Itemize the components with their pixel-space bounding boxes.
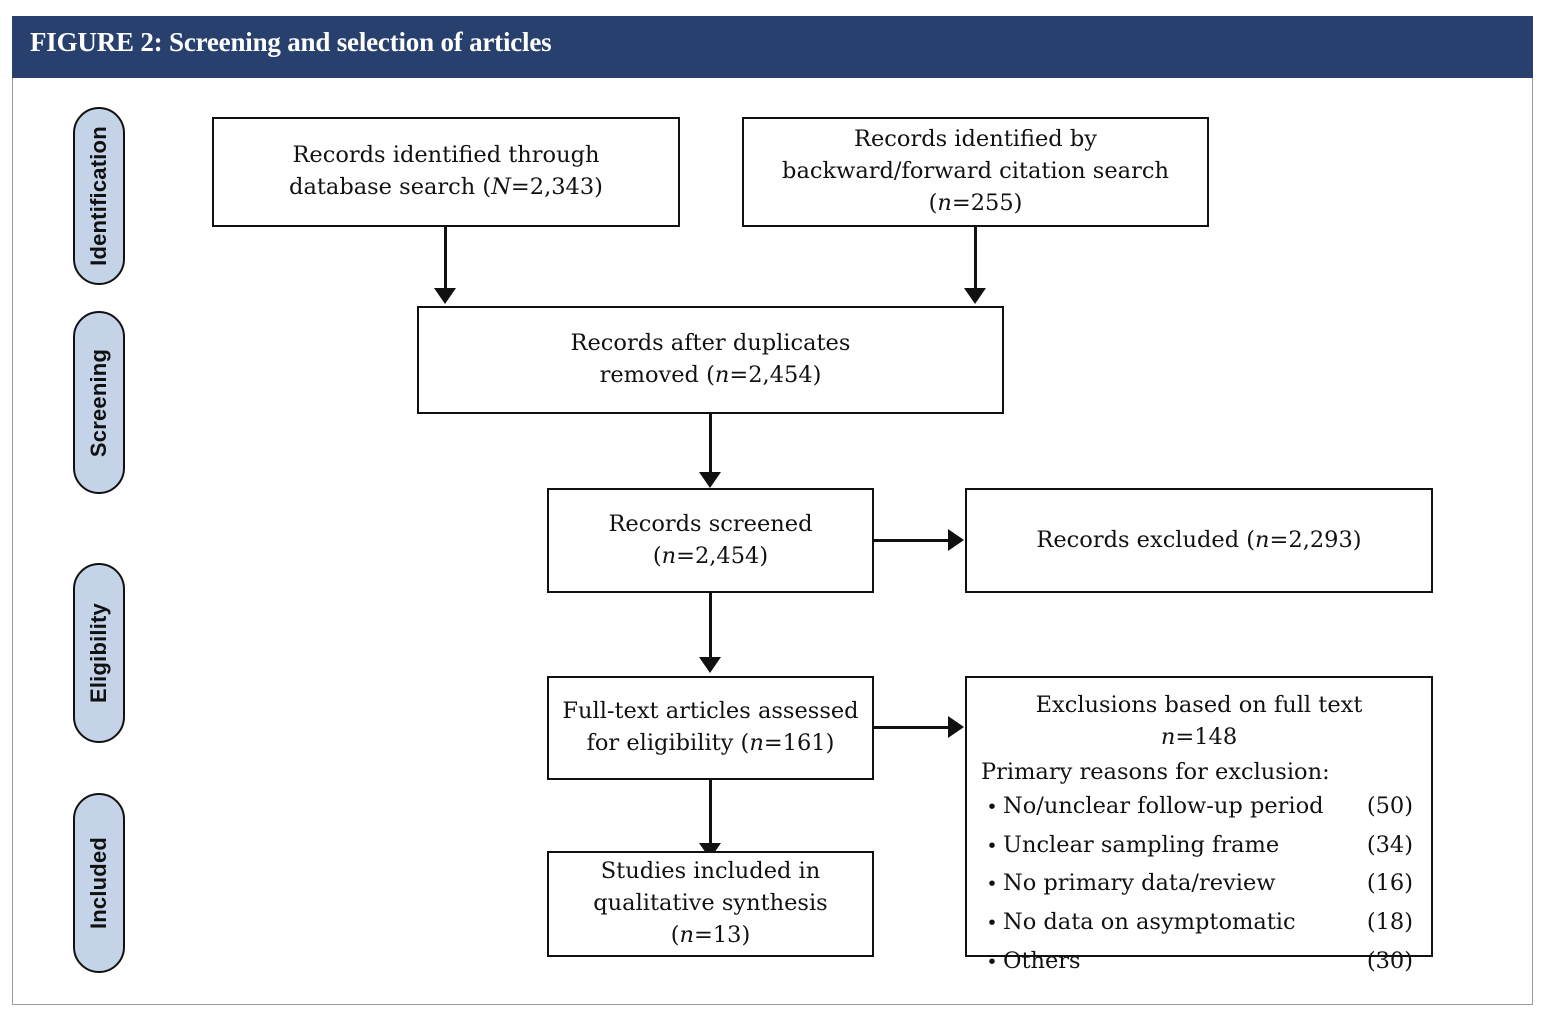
- exclusions-reason-list: • No/unclear follow-up period (50) • Unc…: [981, 787, 1417, 980]
- stage-label-identification-text: Identification: [86, 126, 111, 266]
- exclusion-reason-count: (18): [1366, 909, 1413, 936]
- connector-citation-to-duplicates: [974, 227, 977, 289]
- box-records-screened-prefix: Records screened (: [608, 510, 813, 569]
- box-duplicates-removed-text: Records after duplicates removed (n=2,45…: [561, 328, 861, 392]
- list-item: • Unclear sampling frame (34): [981, 826, 1417, 865]
- exclusion-reason-label: No primary data/review: [1003, 870, 1276, 897]
- box-duplicates-removed-line1: Records after duplicates: [570, 330, 851, 357]
- exclusion-reason-label: No/unclear follow-up period: [1003, 793, 1324, 819]
- box-duplicates-removed-symbol: n: [714, 362, 730, 388]
- box-records-screened: Records screened (n=2,454): [547, 488, 874, 593]
- exclusion-reason-count: (34): [1366, 831, 1413, 858]
- bullet-icon: •: [986, 950, 998, 973]
- box-database-search-symbol: N: [491, 174, 511, 200]
- stage-label-screening: Screening: [73, 311, 125, 494]
- box-citation-search-line2-suffix: =255): [951, 189, 1023, 216]
- box-citation-search: Records identified by backward/forward c…: [742, 117, 1209, 227]
- box-records-screened-text: Records screened (n=2,454): [549, 509, 872, 573]
- stage-label-included-text: Included: [86, 836, 111, 930]
- box-studies-included-symbol: n: [679, 921, 695, 948]
- box-duplicates-removed: Records after duplicates removed (n=2,45…: [417, 306, 1004, 414]
- box-full-text-assessed-line2-suffix: =161): [763, 730, 835, 756]
- box-database-search: Records identified through database sear…: [212, 117, 680, 227]
- bullet-icon: •: [986, 834, 998, 857]
- page-title: FIGURE 2: Screening and selection of art…: [30, 27, 552, 57]
- box-full-text-assessed-line1: Full-text articles assessed: [562, 698, 859, 725]
- bullet-icon: •: [986, 873, 998, 896]
- box-records-excluded: Records excluded (n=2,293): [965, 488, 1433, 593]
- stage-label-screening-text: Screening: [86, 348, 111, 457]
- bullet-icon: •: [986, 912, 998, 935]
- arrowhead-duplicates-to-screened: [699, 472, 721, 488]
- box-citation-search-line2-prefix: backward/forward citation search (: [782, 158, 1169, 216]
- exclusions-subheading: Primary reasons for exclusion:: [981, 759, 1330, 785]
- list-item: • No primary data/review (16): [981, 864, 1417, 903]
- connector-duplicates-to-screened: [709, 414, 712, 473]
- list-item: • No/unclear follow-up period (50): [981, 787, 1417, 826]
- box-records-excluded-suffix: =2,293): [1269, 526, 1362, 553]
- connector-database-to-duplicates: [444, 227, 447, 289]
- arrowhead-fulltext-to-exclusions: [948, 716, 964, 738]
- box-exclusions-full-text: Exclusions based on full text n=148 Prim…: [965, 676, 1433, 974]
- box-duplicates-removed-line2-suffix: =2,454): [729, 362, 822, 388]
- list-item: • Others (30): [981, 942, 1417, 981]
- box-studies-included-line2-suffix: =13): [694, 921, 751, 948]
- box-database-search-text: Records identified through database sear…: [279, 140, 613, 204]
- box-citation-search-symbol: n: [937, 189, 952, 216]
- box-records-excluded-prefix: Records excluded (: [1036, 526, 1256, 553]
- exclusion-reason-label: Unclear sampling frame: [1003, 831, 1280, 858]
- figure-header-bar: FIGURE 2: Screening and selection of art…: [12, 16, 1533, 78]
- connector-fulltext-to-included: [709, 780, 712, 844]
- box-records-screened-suffix: =2,454): [676, 542, 769, 569]
- box-records-excluded-symbol: n: [1255, 526, 1270, 553]
- box-full-text-assessed-text: Full-text articles assessed for eligibil…: [552, 696, 868, 760]
- exclusion-reason-count: (16): [1366, 870, 1413, 897]
- exclusions-count: n=148: [981, 722, 1417, 754]
- exclusion-reason-count: (50): [1366, 793, 1413, 819]
- arrowhead-citation-to-duplicates: [964, 288, 986, 304]
- box-database-search-line1: Records identified through: [292, 142, 600, 169]
- stage-label-identification: Identification: [73, 107, 125, 285]
- exclusion-reason-label: Others: [1003, 947, 1081, 974]
- arrowhead-database-to-duplicates: [434, 288, 456, 304]
- box-records-excluded-text: Records excluded (n=2,293): [1026, 525, 1371, 557]
- box-database-search-line2-suffix: =2,343): [510, 174, 603, 200]
- exclusion-reason-count: (30): [1366, 947, 1413, 974]
- arrowhead-screened-to-excluded: [948, 529, 964, 551]
- exclusion-reason-label: No data on asymptomatic: [1003, 909, 1296, 936]
- connector-screened-to-excluded: [874, 539, 949, 542]
- list-item: • No data on asymptomatic (18): [981, 903, 1417, 942]
- stage-label-included: Included: [73, 793, 125, 973]
- connector-fulltext-to-exclusions: [874, 726, 949, 729]
- box-duplicates-removed-line2-prefix: removed (: [599, 362, 715, 388]
- exclusions-count-symbol: n: [1160, 723, 1176, 750]
- box-studies-included-line1: Studies included in: [600, 858, 821, 885]
- box-studies-included-line2-prefix: qualitative synthesis (: [593, 890, 828, 948]
- exclusions-count-value: =148: [1175, 723, 1238, 750]
- box-full-text-assessed-line2-prefix: for eligibility (: [586, 730, 750, 756]
- connector-screened-to-fulltext: [709, 593, 712, 658]
- box-studies-included-text: Studies included in qualitative synthesi…: [549, 856, 872, 952]
- box-full-text-assessed-symbol: n: [749, 730, 764, 756]
- stage-label-eligibility: Eligibility: [73, 563, 125, 743]
- box-citation-search-text: Records identified by backward/forward c…: [744, 124, 1207, 220]
- box-database-search-line2-prefix: database search (: [289, 174, 492, 200]
- box-citation-search-line1: Records identified by: [854, 126, 1097, 153]
- bullet-icon: •: [986, 796, 998, 818]
- box-studies-included: Studies included in qualitative synthesi…: [547, 851, 874, 957]
- box-records-screened-symbol: n: [661, 542, 677, 569]
- box-full-text-assessed: Full-text articles assessed for eligibil…: [547, 676, 874, 780]
- arrowhead-screened-to-fulltext: [699, 657, 721, 673]
- stage-label-eligibility-text: Eligibility: [86, 603, 111, 703]
- exclusions-heading: Exclusions based on full text: [1035, 692, 1363, 718]
